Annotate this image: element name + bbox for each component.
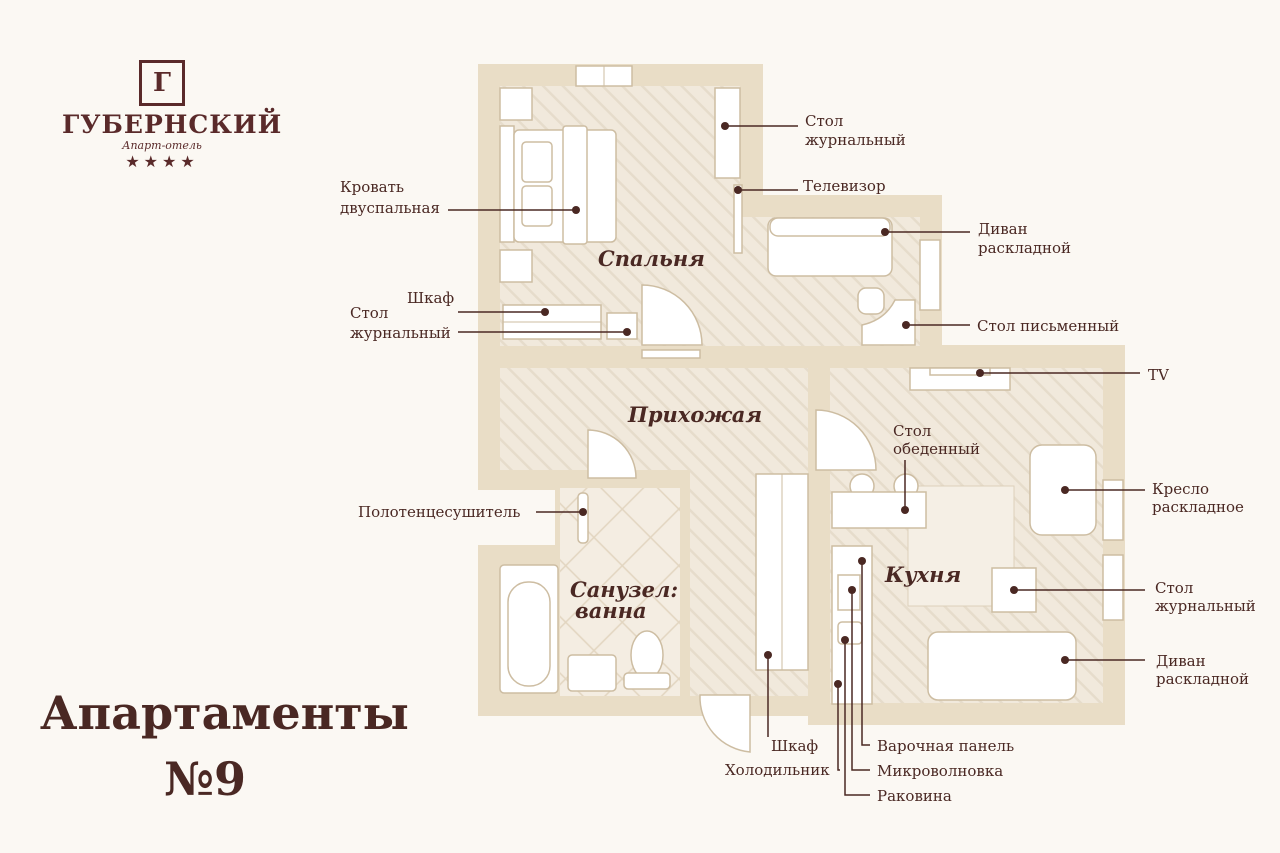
dining-table (831, 473, 927, 529)
hotel-logo: Г ГУБЕРНСКИЙ Апарт-отель ★★★★ (62, 60, 283, 171)
logo-emblem: Г (139, 60, 185, 106)
bedroom-coffee-table (606, 312, 638, 340)
label-ctb-1: Стол (350, 304, 388, 322)
towel-dryer (577, 492, 589, 544)
label-desk: Стол письменный (977, 317, 1119, 335)
logo-subtitle: Апарт-отель (122, 139, 202, 152)
tv-unit (909, 367, 1011, 391)
bathtub (499, 564, 559, 694)
logo-stars: ★★★★ (125, 152, 199, 171)
label-wardrobe-bed: Шкаф (407, 289, 454, 307)
label-tv-bedroom: Телевизор (803, 177, 886, 195)
label-wardrobe-hall: Шкаф (771, 737, 818, 755)
kitchen-door (815, 409, 877, 471)
label-cooktop: Варочная панель (877, 737, 1014, 755)
apartment-title: Апартаменты №9 (40, 680, 409, 812)
label-tv: TV (1148, 366, 1170, 384)
room-bathroom: Санузел:ванна (570, 577, 678, 623)
window-top (575, 65, 633, 87)
nightstand-2 (499, 249, 533, 283)
toilet (623, 630, 671, 690)
room-bathroom-2: ванна (575, 598, 647, 623)
label-dt-1: Стол (893, 422, 931, 440)
label-st-2: раскладной (978, 239, 1071, 257)
label-bed-2: двуспальная (340, 199, 440, 217)
window-nook (919, 239, 941, 311)
label-sk-2: раскладной (1156, 670, 1249, 688)
label-sink: Раковина (877, 787, 952, 805)
kitchen-sofa (927, 631, 1077, 701)
room-hallway: Прихожая (627, 402, 762, 427)
armchair-desk (857, 287, 885, 315)
title-line-2: №9 (163, 752, 246, 806)
double-bed (499, 125, 617, 245)
entrance-door (699, 694, 751, 753)
label-coffee-table-bed: Стол журнальный (350, 304, 451, 342)
nightstand-1 (499, 87, 533, 121)
leader-lines (448, 122, 1145, 796)
label-bed: Кровать двуспальная (340, 178, 440, 217)
label-bed-1: Кровать (340, 178, 404, 196)
coffee-table-top (714, 87, 741, 179)
label-microwave: Микроволновка (877, 762, 1003, 780)
room-kitchen: Кухня (884, 562, 961, 587)
bedroom-wardrobe (502, 304, 602, 340)
window-kitchen-2 (1102, 554, 1124, 621)
title-line-1: Апартаменты (40, 686, 409, 740)
label-ctk-1: Стол (1155, 579, 1193, 597)
hallway-door (587, 429, 637, 479)
sink-bath (567, 654, 617, 692)
label-sk-1: Диван (1156, 652, 1206, 670)
bedroom-tv (733, 184, 743, 254)
writing-desk (861, 299, 916, 346)
label-ac-1: Кресло (1152, 480, 1209, 498)
label-fridge: Холодильник (725, 761, 830, 779)
label-st-1: Диван (978, 220, 1028, 238)
window-kitchen-1 (1102, 479, 1124, 541)
logo-name: ГУБЕРНСКИЙ (62, 110, 283, 139)
label-ctt-1: Стол (805, 112, 843, 130)
label-ctk-2: журнальный (1155, 597, 1256, 615)
label-ctb-2: журнальный (350, 324, 451, 342)
room-bedroom: Спальня (598, 246, 705, 271)
bedroom-door (641, 284, 703, 359)
label-towel-dryer: Полотенцесушитель (358, 503, 520, 521)
label-ac-2: раскладное (1152, 498, 1244, 516)
label-ctt-2: журнальный (805, 131, 906, 149)
hall-wardrobe (755, 473, 809, 671)
nook-sofa (767, 217, 893, 277)
room-bathroom-1: Санузел: (570, 577, 678, 602)
label-dt-2: обеденный (893, 440, 980, 458)
hallway-floor (500, 368, 808, 470)
